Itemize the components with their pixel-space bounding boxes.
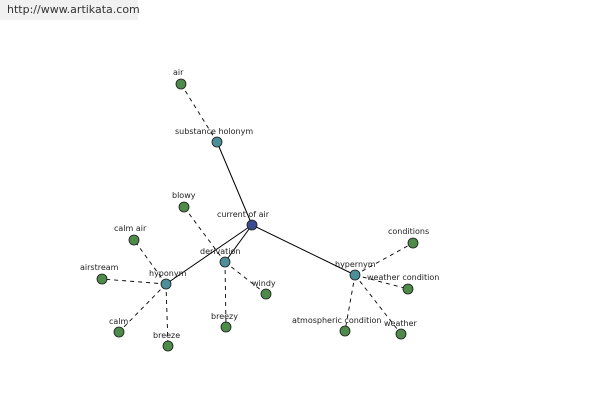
word-airstream-label: airstream (80, 263, 119, 272)
word-air-node[interactable] (175, 78, 187, 90)
edge-substance-holonym-air (180, 83, 218, 143)
word-atmospheric-condition-label: atmospheric condition (292, 316, 381, 325)
edge-root-derivation (224, 224, 253, 263)
root-current-of-air-node[interactable] (246, 219, 258, 231)
root-current-of-air-label: current of air (217, 210, 270, 219)
word-calm-node[interactable] (113, 326, 125, 338)
relation-hypernym-label: hypernym (335, 260, 376, 269)
word-breezy-node[interactable] (220, 321, 232, 333)
edge-hyponym-breeze (165, 283, 169, 347)
word-conditions-node[interactable] (407, 237, 419, 249)
word-airstream-node[interactable] (96, 273, 108, 285)
edge-derivation-windy (224, 261, 267, 295)
relation-hypernym-node[interactable] (349, 269, 361, 281)
edge-derivation-blowy (183, 206, 226, 263)
relation-substance-holonym-node[interactable] (211, 136, 223, 148)
edge-root-hypernym (251, 224, 356, 276)
word-atmospheric-condition-node[interactable] (339, 325, 351, 337)
word-weather-condition-node[interactable] (402, 283, 414, 295)
edge-derivation-breezy (224, 261, 227, 328)
word-blowy-node[interactable] (178, 201, 190, 213)
edge-hyponym-calm (118, 283, 167, 333)
edge-hyponym-airstream (101, 278, 167, 285)
word-breeze-node[interactable] (162, 340, 174, 352)
relation-derivation-node[interactable] (219, 256, 231, 268)
word-calm-label: calm (109, 317, 129, 326)
word-windy-node[interactable] (260, 288, 272, 300)
edge-hypernym-weather-condition (354, 274, 409, 290)
word-air-label: air (173, 68, 184, 77)
relation-derivation-label: derivation (200, 247, 240, 256)
word-conditions-label: conditions (388, 227, 429, 236)
word-weather-label: weather (384, 319, 417, 328)
word-blowy-label: blowy (172, 191, 196, 200)
edge-hypernym-atmospheric-condition (344, 274, 356, 332)
word-calm-air-label: calm air (114, 224, 147, 233)
relation-hyponym-node[interactable] (160, 278, 172, 290)
relation-substance-holonym-label: substance holonym (175, 127, 253, 136)
word-weather-condition-label: weather condition (367, 273, 439, 282)
word-windy-label: windy (252, 279, 276, 288)
edge-hyponym-calm-air (133, 239, 167, 285)
word-calm-air-node[interactable] (128, 234, 140, 246)
site-watermark: http://www.artikata.com (0, 0, 140, 20)
word-breezy-label: breezy (211, 312, 238, 321)
relation-hyponym-label: hyponym (149, 269, 187, 278)
edge-hypernym-conditions (354, 242, 414, 276)
edge-root-hyponym (165, 224, 253, 285)
word-weather-node[interactable] (395, 328, 407, 340)
edge-root-substance-holonym (216, 141, 253, 226)
word-breeze-label: breeze (153, 331, 180, 340)
